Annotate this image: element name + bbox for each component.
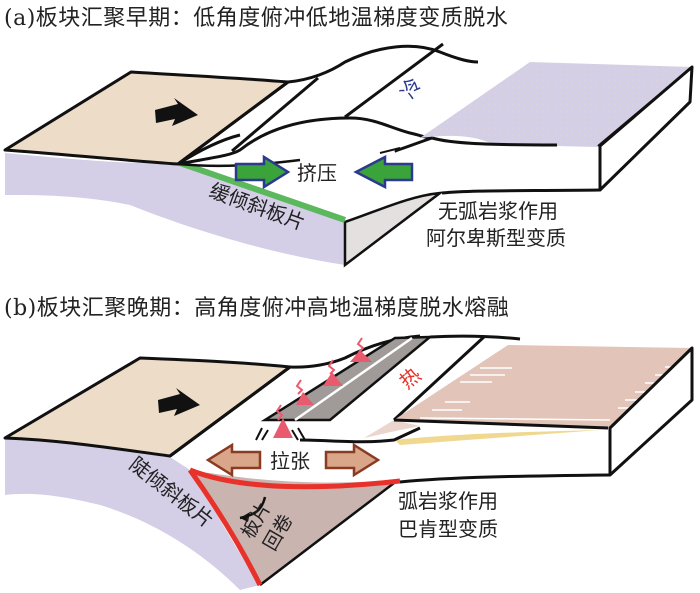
panel-b-magmatism-label: 弧岩浆作用	[398, 489, 498, 513]
panel-b-extension-arrow-left-icon	[205, 442, 262, 478]
panel-b-interface-line	[187, 468, 263, 587]
panel-b-heat-label: 热	[395, 363, 426, 394]
panel-a-metamorphism-label: 阿尔卑斯型变质	[426, 226, 566, 250]
volcano-icon	[350, 350, 372, 362]
panel-a-plate-motion-arrow-icon	[155, 98, 198, 126]
panel-a-title: (a)板块汇聚早期：低角度俯冲低地温梯度变质脱水	[4, 6, 509, 31]
panel-a-slab	[5, 153, 345, 265]
panel-b-yellow-lens	[395, 430, 600, 445]
volcano-icon	[296, 392, 314, 405]
panel-a: 冷 挤压 缓倾斜板片 无弧岩浆作用 阿尔卑斯型变质	[3, 42, 694, 268]
panel-b-continent-block	[608, 346, 694, 477]
volcano-icon	[323, 372, 343, 386]
panel-b-metamorphism-label: 巴肯型变质	[398, 517, 498, 541]
panel-a-magmatism-label: 无弧岩浆作用	[438, 199, 558, 223]
panel-b-extension-label: 拉张	[270, 449, 310, 473]
panel-a-compression-arrow-left-icon	[353, 154, 414, 190]
panel-b-wedge	[190, 470, 398, 585]
panel-b-oceanic-plate	[3, 356, 292, 458]
panel-a-compression-arrow-right-icon	[234, 154, 291, 190]
panel-b-volcanoes	[273, 337, 372, 438]
panel-b-title: (b)板块汇聚晚期：高角度俯冲高地温梯度脱水熔融	[4, 296, 510, 321]
volcano-icon	[273, 418, 293, 438]
panel-a-interface-line	[179, 160, 346, 223]
panel-b-extension-arrow-right-icon	[324, 442, 381, 478]
panel-a-oceanic-plate	[3, 70, 290, 166]
panel-a-compression-label: 挤压	[297, 161, 337, 185]
panel-a-continent-top	[420, 62, 692, 147]
panel-b-slab	[5, 438, 260, 590]
panel-a-wedge-face	[343, 191, 445, 268]
panel-b: 热 拉张 陡倾斜板片 板片 回卷 弧岩浆作	[3, 334, 694, 590]
panel-b-continent-top	[394, 345, 692, 428]
panel-b-plate-motion-arrow-icon	[158, 388, 200, 416]
